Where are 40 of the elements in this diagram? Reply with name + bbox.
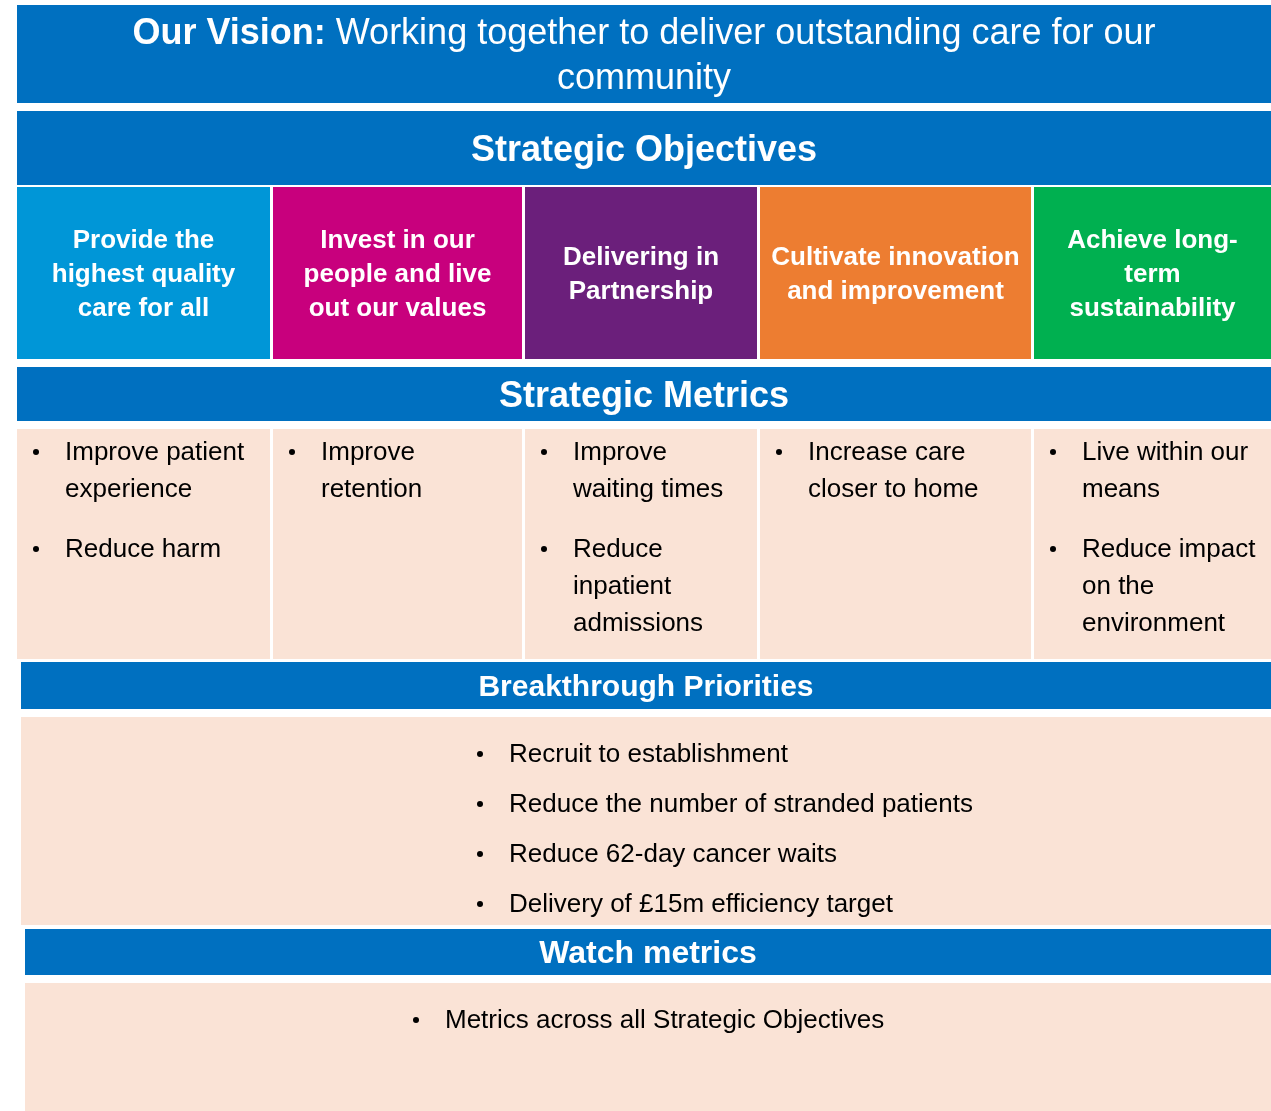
bullet-text: Live within our means	[1082, 436, 1249, 503]
metrics-panel	[1034, 429, 1271, 659]
bullet-text: Increase care closer to home	[808, 436, 979, 503]
bullet-text: Improve waiting times	[573, 436, 724, 503]
objective-card	[760, 187, 1031, 359]
section-header	[21, 662, 1271, 709]
bullet-text: Delivery of £15m efficiency target	[509, 888, 893, 918]
objective-card	[273, 187, 522, 359]
metrics-panel	[760, 429, 1031, 659]
bullet-text: Reduce harm	[65, 533, 222, 563]
objective-card	[17, 187, 270, 359]
objective-title: Achieve long-term sustainability	[1066, 223, 1239, 324]
objective-card	[525, 187, 757, 359]
section-title: Watch metrics	[539, 933, 757, 972]
priorities-panel	[21, 717, 1271, 925]
objective-title: Provide the highest quality care for all	[50, 223, 237, 324]
objective-title: Invest in our people and live out our values	[302, 223, 493, 324]
bullet-text: Reduce the number of stranded patients	[509, 788, 973, 818]
metrics-panel	[273, 429, 522, 659]
bullet-text: Reduce inpatient admissions	[573, 533, 704, 637]
objective-card	[1034, 187, 1271, 359]
bullet-text: Improve patient experience	[65, 436, 245, 503]
priorities-panel	[25, 983, 1271, 1111]
metrics-panel	[17, 429, 270, 659]
section-title: Breakthrough Priorities	[478, 667, 814, 704]
section-title: Strategic Metrics	[498, 372, 790, 417]
bullet-text: Reduce 62-day cancer waits	[509, 838, 838, 868]
bullet-text: Recruit to establishment	[509, 738, 788, 768]
vision-statement: Our Vision: Working together to deliver outstanding care for our community	[131, 10, 1157, 99]
section-title: Strategic Objectives	[470, 126, 818, 171]
section-header	[17, 367, 1271, 421]
vision-banner	[17, 5, 1271, 103]
metrics-panel	[525, 429, 757, 659]
objective-title: Cultivate innovation and improvement	[770, 240, 1021, 307]
bullet-text: Metrics across all Strategic Objectives	[445, 1004, 885, 1034]
bullet-text: Improve retention	[321, 436, 423, 503]
section-header	[17, 111, 1271, 185]
section-header	[25, 929, 1271, 975]
objective-title: Delivering in Partnership	[561, 240, 720, 307]
bullet-text: Reduce impact on the environment	[1082, 533, 1256, 637]
